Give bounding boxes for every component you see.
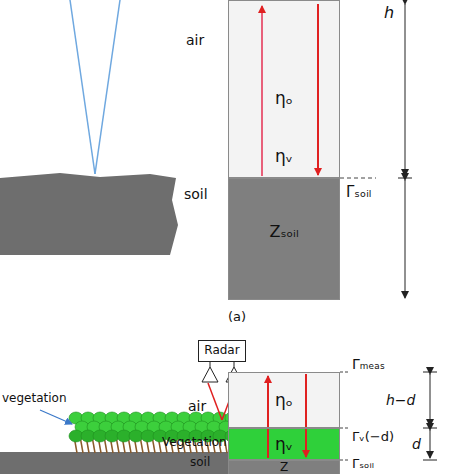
layer-box: Zₛₒᵢₗ <box>228 178 340 300</box>
medium-label: air <box>186 32 204 48</box>
soil-surface <box>0 173 178 255</box>
beam <box>70 0 95 174</box>
dimension-line <box>430 374 431 426</box>
wave-arrow <box>305 374 307 457</box>
tick <box>423 428 437 429</box>
beam <box>208 383 222 420</box>
reflection-symbol: Γₘₑₐₛ <box>352 356 385 372</box>
tick <box>423 372 437 373</box>
boundary-line <box>340 372 350 373</box>
layer-box: ηₒ ηᵥ <box>228 0 340 178</box>
dimension-line <box>430 430 431 458</box>
layer-symbol: Zₛₒᵢₗ <box>229 223 339 241</box>
layer-box: ηₒ <box>228 372 340 428</box>
panel-label: (a) <box>228 310 246 325</box>
tick <box>398 178 412 179</box>
air-fill <box>228 372 340 428</box>
dimension-line <box>405 180 406 298</box>
dimension-label: d <box>412 436 421 452</box>
soil-fill <box>228 178 340 300</box>
beam <box>95 0 120 174</box>
vegetation-fill <box>228 428 340 460</box>
wave-arrow <box>267 376 269 458</box>
layer-symbol: ηₒ <box>229 391 339 411</box>
boundary-line <box>340 178 376 179</box>
medium-label: air <box>188 398 206 414</box>
device-name: Radar <box>199 344 245 358</box>
medium-label: Vegetation <box>162 436 227 450</box>
radar-box: Radar <box>198 340 246 362</box>
reflection-symbol: Γᵥ(−d) <box>352 430 394 445</box>
boundary-line <box>340 460 350 461</box>
dimension-label: h <box>384 4 394 22</box>
boundary-line <box>340 428 350 429</box>
antenna <box>202 367 218 382</box>
tick <box>423 460 437 461</box>
wave-arrow <box>261 6 263 176</box>
layer-symbol: ηᵥ <box>229 147 339 167</box>
reflection-symbol: Γₛₒᵢₗ <box>352 457 374 472</box>
soil-fill <box>228 460 340 474</box>
layer-box: ηᵥ <box>228 428 340 460</box>
reflection-symbol: Γₛₒᵢₗ <box>346 184 371 201</box>
layer-box: Z <box>228 460 340 474</box>
dimension-line <box>405 4 406 176</box>
leader-line <box>40 410 72 424</box>
layer-symbol: ηᵥ <box>229 435 339 455</box>
layer-symbol: ηₒ <box>229 89 339 109</box>
dimension-label: h−d <box>386 392 416 408</box>
medium-label: soil <box>190 456 210 470</box>
part-label: vegetation <box>2 392 67 406</box>
medium-label: soil <box>184 186 208 202</box>
wave-arrow <box>317 4 319 175</box>
air-fill <box>228 0 340 178</box>
layer-symbol: Z <box>229 461 339 474</box>
